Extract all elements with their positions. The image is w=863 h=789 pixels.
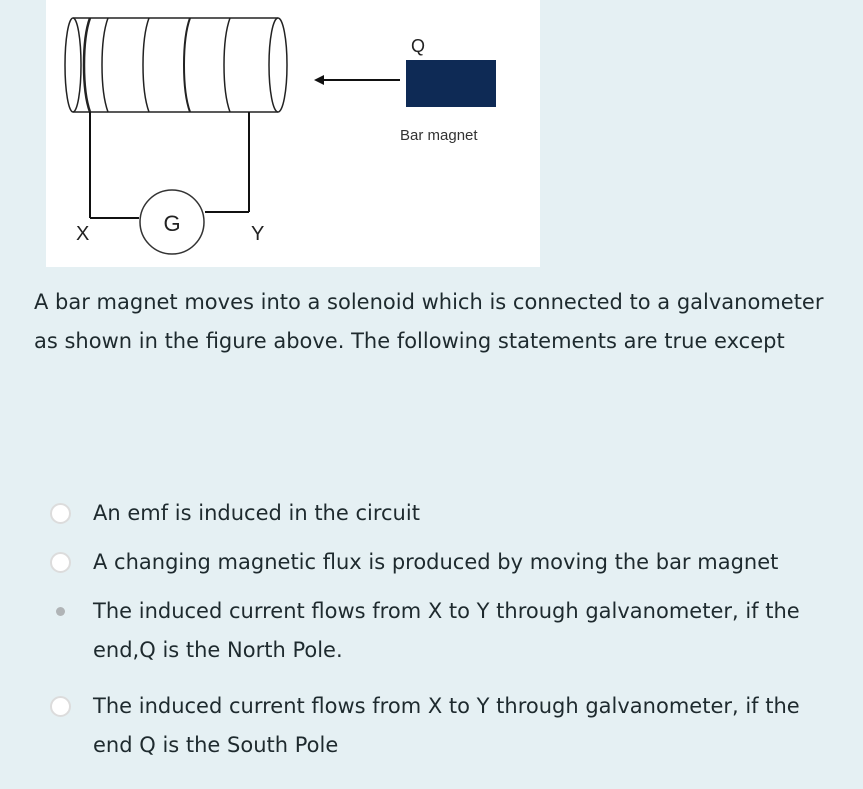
question-text: A bar magnet moves into a solenoid which…: [34, 290, 824, 353]
radio-button-selected[interactable]: [50, 601, 71, 622]
option-1[interactable]: An emf is induced in the circuit: [50, 494, 850, 533]
option-4[interactable]: The induced current flows from X to Y th…: [50, 687, 820, 765]
question-figure: G X Y Q Bar magnet: [46, 0, 540, 267]
bar-magnet-label: Bar magnet: [400, 127, 478, 144]
solenoid: [64, 17, 288, 113]
radio-button[interactable]: [50, 696, 71, 717]
terminal-x-label: X: [76, 223, 89, 245]
radio-button[interactable]: [50, 552, 71, 573]
bar-magnet: [406, 60, 496, 107]
motion-arrow: [314, 75, 400, 85]
circuit-wires: [89, 112, 250, 219]
option-3[interactable]: The induced current flows from X to Y th…: [50, 592, 820, 670]
pole-q-label: Q: [411, 36, 425, 56]
galvanometer-label: G: [163, 211, 180, 236]
radio-button[interactable]: [50, 503, 71, 524]
galvanometer: [139, 189, 205, 255]
solenoid-circuit-diagram: G X Y Q Bar magnet: [64, 17, 496, 255]
option-label: An emf is induced in the circuit: [93, 501, 420, 525]
option-label: The induced current flows from X to Y th…: [93, 694, 800, 757]
option-label: A changing magnetic flux is produced by …: [93, 550, 779, 574]
terminal-y-label: Y: [251, 223, 264, 245]
option-label: The induced current flows from X to Y th…: [93, 599, 800, 662]
option-2[interactable]: A changing magnetic flux is produced by …: [50, 543, 850, 582]
